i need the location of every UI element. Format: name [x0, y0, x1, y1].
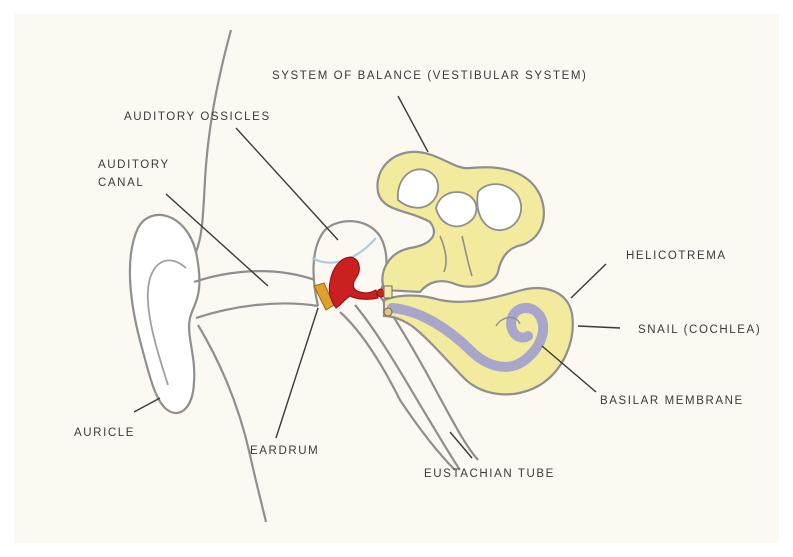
leader-auditory-ossicles: [236, 128, 338, 240]
neck-outline: [198, 325, 266, 522]
ossicles-shape: [329, 257, 378, 308]
leader-system-of-balance: [398, 96, 428, 152]
round-window: [384, 308, 392, 316]
leader-snail-cochlea: [578, 326, 620, 328]
label-system-of-balance: SYSTEM OF BALANCE (VESTIBULAR SYSTEM): [272, 70, 587, 82]
label-auditory-ossicles: AUDITORY OSSICLES: [124, 111, 271, 123]
auricle-shape: [130, 215, 200, 413]
head-outline: [196, 30, 231, 252]
semicircular-canal-posterior: [477, 184, 521, 230]
leader-auricle: [134, 398, 160, 412]
label-auricle: AURICLE: [74, 427, 135, 439]
label-eustachian-tube: EUSTACHIAN TUBE: [424, 468, 555, 480]
leader-helicotrema: [571, 264, 606, 298]
label-basilar-membrane: BASILAR MEMBRANE: [600, 395, 744, 407]
label-auditory-canal-line1: AUDITORY: [98, 159, 170, 171]
label-eardrum: EARDRUM: [250, 445, 319, 457]
label-auditory-canal-line2: CANAL: [98, 177, 144, 189]
label-helicotrema: HELICOTREMA: [626, 250, 727, 262]
leader-eardrum: [276, 308, 318, 438]
auditory-canal-shape: [194, 271, 318, 318]
label-snail-cochlea: SNAIL (COCHLEA): [638, 324, 761, 336]
oval-window: [384, 286, 392, 298]
